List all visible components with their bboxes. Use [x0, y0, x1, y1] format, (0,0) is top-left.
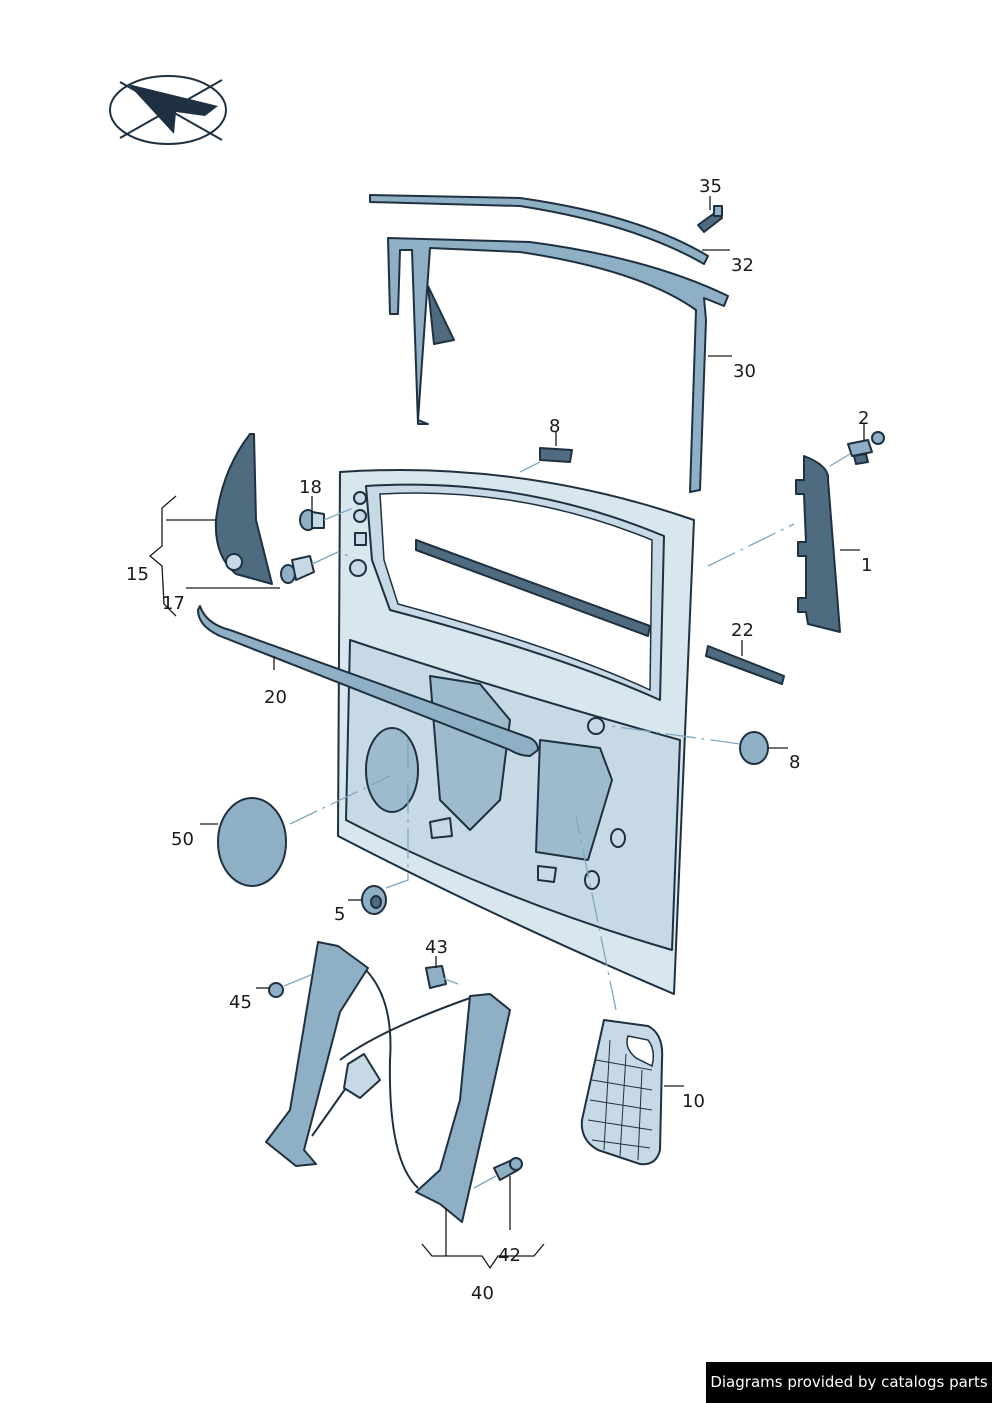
callout-22: 22	[731, 620, 754, 641]
regulator-rail-left	[265, 941, 369, 1167]
callout-32: 32	[731, 255, 754, 276]
clip-35	[697, 205, 723, 233]
cover-panel-10	[580, 1019, 664, 1166]
side-trim-1	[795, 455, 841, 633]
callout-17: 17	[162, 593, 185, 614]
plug-8-right	[739, 731, 769, 765]
alignment-lines	[283, 453, 851, 1189]
callout-labels: 35 32 30 8 2 18 1 15 17 22 20 8 50 5 43 …	[126, 176, 872, 1304]
callout-5: 5	[334, 904, 345, 925]
waist-strip-20	[197, 605, 539, 757]
callout-1: 1	[861, 555, 872, 576]
callout-15: 15	[126, 564, 149, 585]
bolt-42	[493, 1157, 523, 1181]
door-seal-strip	[415, 539, 651, 637]
mirror-trim-15	[214, 433, 273, 585]
nut-45	[268, 982, 284, 998]
regulator-rail-right	[415, 993, 511, 1223]
callout-43: 43	[425, 937, 448, 958]
callout-18: 18	[299, 477, 322, 498]
window-frame-seal	[387, 237, 729, 493]
regulator-motor	[343, 1053, 381, 1099]
grommet-5	[361, 885, 387, 915]
callout-35: 35	[699, 176, 722, 197]
leader-lines	[148, 196, 865, 1270]
footer-credit: Diagrams provided by catalogs parts	[706, 1362, 992, 1403]
callout-30: 30	[733, 361, 756, 382]
cover-50	[217, 797, 287, 887]
callout-45: 45	[229, 992, 252, 1013]
callout-8-top: 8	[549, 416, 560, 437]
pad-8-top	[539, 447, 573, 463]
callout-2: 2	[858, 408, 869, 429]
frame-seal-corner	[427, 285, 455, 345]
callout-8-right: 8	[789, 752, 800, 773]
mirror-trim-hole	[225, 553, 243, 571]
clip-18	[299, 509, 325, 531]
callout-42: 42	[498, 1245, 521, 1266]
strip-22	[705, 645, 785, 685]
callout-20: 20	[264, 687, 287, 708]
clip-43	[425, 965, 447, 989]
bolt-2	[847, 431, 885, 465]
roof-seal-strip	[369, 194, 709, 265]
callout-10: 10	[682, 1091, 705, 1112]
orientation-logo-icon	[109, 75, 227, 145]
callout-40: 40	[471, 1283, 494, 1304]
callout-50: 50	[171, 829, 194, 850]
clip-17	[280, 555, 315, 584]
